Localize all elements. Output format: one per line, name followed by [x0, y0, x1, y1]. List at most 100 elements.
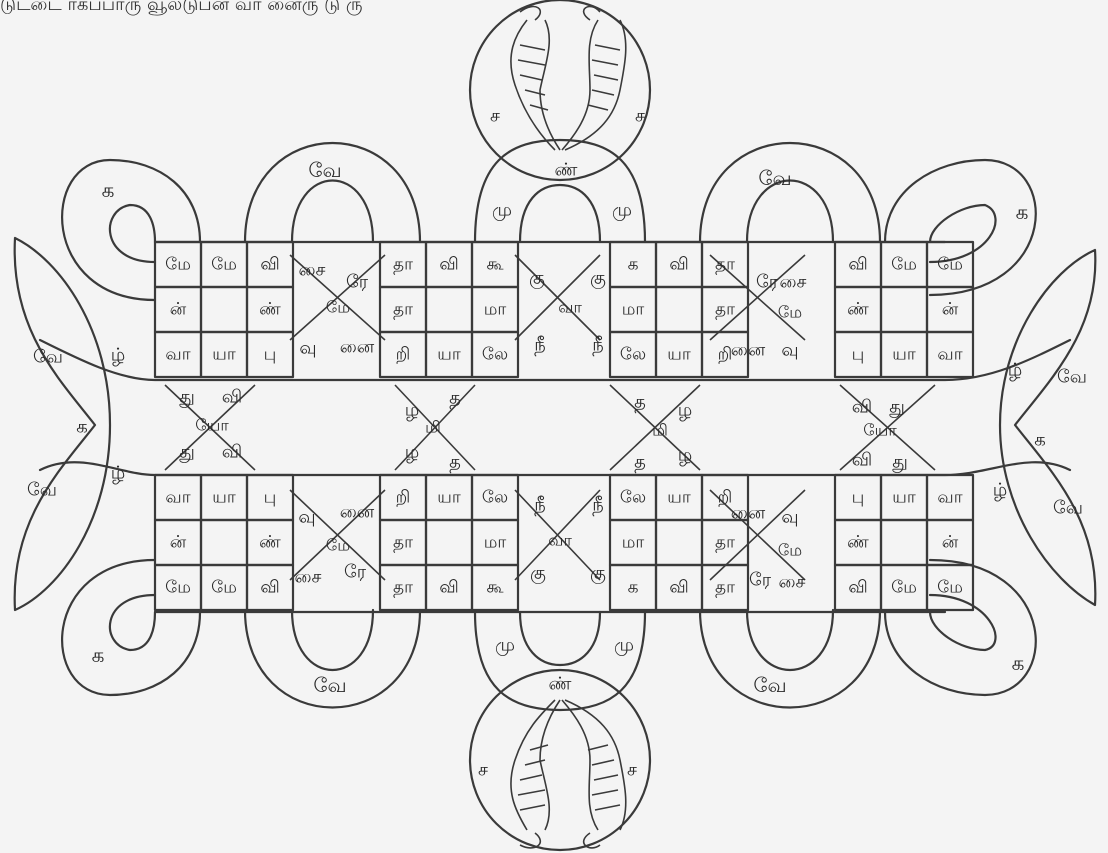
grid-letter: மே	[937, 578, 963, 598]
center-arch-top	[475, 140, 645, 242]
grid-cell	[656, 520, 702, 565]
center-arch-bottom-inner	[520, 612, 600, 665]
label-mu-bot-l: மு	[495, 635, 515, 656]
grid-letter: வா	[165, 488, 190, 508]
loop-bottom-right-ve-inner	[747, 610, 833, 670]
grid-letter: றி	[396, 488, 411, 508]
grid-letter: வி	[669, 255, 688, 275]
label-vi-3: வி	[852, 397, 872, 418]
label-ku-2: கு	[590, 268, 606, 290]
grid-letter: யா	[437, 345, 461, 365]
label-ve-bottom-left: வே	[313, 673, 346, 697]
grid-letter: தா	[715, 578, 735, 598]
label-ve-bottom-right: வே	[753, 673, 786, 697]
grid-letter: மே	[891, 255, 917, 275]
side-right-serpent	[1000, 250, 1095, 605]
block-top-left-1: மேமேவின்ண்வாயாபு	[155, 242, 293, 377]
label-vaa-2: வா	[548, 531, 572, 550]
loop-top-right-ve	[700, 143, 880, 242]
label-vi-2: வி	[222, 442, 242, 463]
label-sai-3: சை	[780, 272, 807, 293]
label-sai-1: சை	[299, 260, 326, 281]
grid-letter: வி	[439, 255, 458, 275]
label-thu-4: து	[892, 452, 908, 473]
hook-top-right	[885, 160, 1036, 295]
grid-letter: றி	[396, 345, 411, 365]
label-mu-top-r: மு	[612, 200, 632, 221]
label-vi-4: வி	[852, 450, 872, 471]
label-zh-side-r1: ழ்	[1008, 360, 1022, 382]
label-nai-2: னை	[340, 502, 375, 523]
label-nee-4: நீ	[592, 495, 604, 517]
grid-letter: யா	[667, 488, 691, 508]
grid-letter: மா	[484, 300, 507, 320]
cobra-top	[511, 7, 626, 150]
center-arch-top-inner	[520, 185, 600, 242]
grid-letter: ன்	[942, 300, 959, 320]
label-nee-3: நீ	[534, 495, 546, 517]
grid-letter: தா	[393, 255, 413, 275]
label-vu-2: வு	[298, 507, 315, 528]
label-tha-2: த	[449, 452, 461, 474]
grid-letter: தா	[715, 300, 735, 320]
block-bottom-left-2: றியாலேதாமாதாவிகூ	[380, 475, 518, 610]
grid-letter: ன்	[170, 300, 187, 320]
grid-letter: யா	[437, 488, 461, 508]
grid-letter: லே	[620, 488, 646, 508]
label-me-3: மே	[778, 303, 802, 322]
band-mid-bottom	[40, 462, 1070, 475]
block-bottom-left-1: வாயாபுன்ண்மேமேவி	[155, 475, 293, 610]
label-nee-2: நீ	[592, 335, 604, 357]
grid-letter: வி	[439, 578, 458, 598]
grid-letter: யா	[212, 345, 236, 365]
label-thu-3: து	[889, 397, 905, 418]
block-top-right-2: கவிதாமாதாலேயாறி	[610, 242, 748, 377]
grid-letter: மே	[211, 578, 237, 598]
label-vu-4: வு	[781, 507, 798, 528]
center-arch-bottom	[475, 612, 645, 710]
block-top-right-1: விமேமேண்ன்புயாவா	[835, 242, 973, 377]
grid-letter: லே	[620, 345, 646, 365]
label-zh-side-l1: ழ்	[111, 345, 125, 367]
grid-letter: கூ	[486, 578, 503, 598]
grid-letter: கூ	[486, 255, 503, 275]
grid-letter: லே	[482, 488, 508, 508]
grid-letter: வி	[260, 255, 279, 275]
grid-cell	[426, 287, 472, 332]
label-sa-bot-r: ச	[627, 760, 637, 781]
grid-letter: ன்	[942, 533, 959, 553]
label-ku-3: கு	[530, 563, 546, 585]
grid-letter: வா	[937, 488, 962, 508]
label-re-4: ரே	[749, 570, 772, 591]
label-mu-bot-r: மு	[614, 635, 634, 656]
grid-cell	[201, 520, 247, 565]
label-ka-side-l: க	[76, 417, 88, 438]
label-ka-top-left: க	[102, 178, 115, 202]
label-vu-3: வு	[781, 340, 798, 361]
label-re-1: ரே	[346, 272, 369, 293]
label-zh-side-r2: ழ்	[993, 480, 1007, 502]
grid-letter: க	[628, 255, 639, 275]
label-vaa-1: வா	[558, 298, 582, 317]
label-re-3: ரே	[756, 272, 779, 293]
grid-cell	[881, 287, 927, 332]
label-vu-1: வு	[299, 338, 316, 359]
label-zhu-2: ழ	[405, 442, 419, 464]
grid-letter: வா	[937, 345, 962, 365]
label-tha-1: த	[449, 388, 461, 410]
label-ka-bottom-right: க	[1012, 651, 1025, 675]
label-zhu-1: ழ	[405, 400, 419, 422]
label-nn-bottom: ண்	[549, 674, 572, 695]
grid-cell	[881, 520, 927, 565]
label-mi-2: மி	[652, 421, 668, 440]
label-me-1: மே	[326, 298, 350, 317]
label-yo-2: யோ	[863, 421, 897, 440]
label-ku-1: கு	[529, 268, 545, 290]
label-re-2: ரே	[344, 562, 367, 583]
outline-loops	[15, 0, 1096, 850]
label-thu-1: து	[179, 387, 195, 408]
grid-letter: ன்	[170, 533, 187, 553]
grid-letter: தா	[393, 533, 413, 553]
